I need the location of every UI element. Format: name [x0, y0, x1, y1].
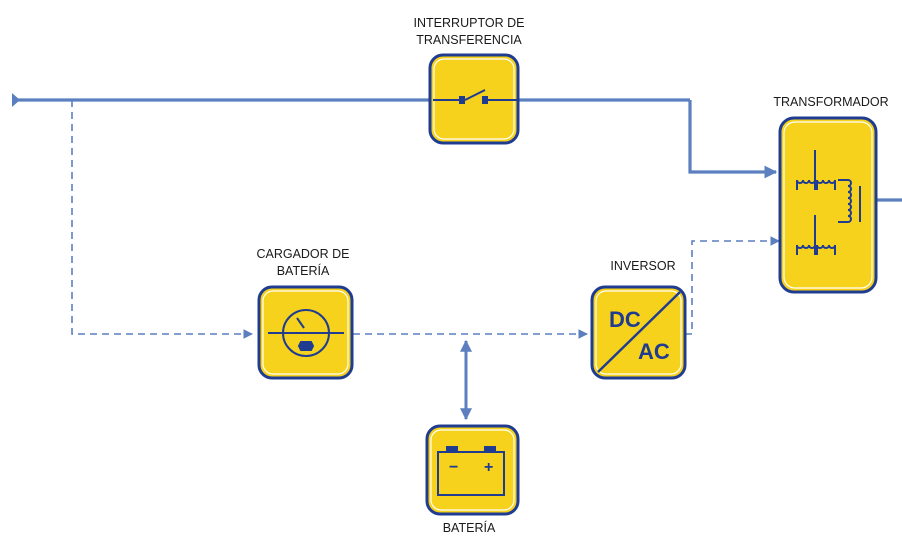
inverter-label: INVERSOR [610, 259, 675, 273]
inverter-block: INVERSOR DC AC [590, 259, 687, 380]
dc-ac-inverter-icon: DC AC [597, 291, 681, 373]
battery-minus-sign: − [449, 459, 458, 476]
battery-label: BATERÍA [443, 520, 496, 535]
transfer-switch-block: INTERRUPTOR DE TRANSFERENCIA [414, 16, 525, 145]
charger-label-line1: CARGADOR DE [256, 247, 349, 261]
transformer-label: TRANSFORMADOR [773, 95, 888, 109]
dc-text: DC [609, 307, 641, 332]
transformer-block: TRANSFORMADOR [773, 95, 889, 294]
transfer-switch-icon [433, 89, 517, 104]
ac-text: AC [638, 339, 670, 364]
charger-label-line2: BATERÍA [277, 263, 330, 278]
battery-plus-sign: + [484, 459, 493, 476]
transfer-switch-label-line2: TRANSFERENCIA [416, 33, 522, 47]
transfer-switch-label-line1: INTERRUPTOR DE [414, 16, 525, 30]
battery-charger-icon [268, 309, 344, 357]
battery-block: − + BATERÍA [425, 424, 520, 535]
main-line-to-transformer [688, 100, 778, 179]
battery-icon [437, 446, 505, 496]
dashed-feed-to-charger [71, 100, 253, 339]
battery-charger-block: CARGADOR DE BATERÍA [256, 247, 354, 380]
dashed-inverter-to-transformer [685, 236, 780, 335]
connections [12, 93, 902, 421]
transformer-coils-icon [796, 150, 861, 255]
